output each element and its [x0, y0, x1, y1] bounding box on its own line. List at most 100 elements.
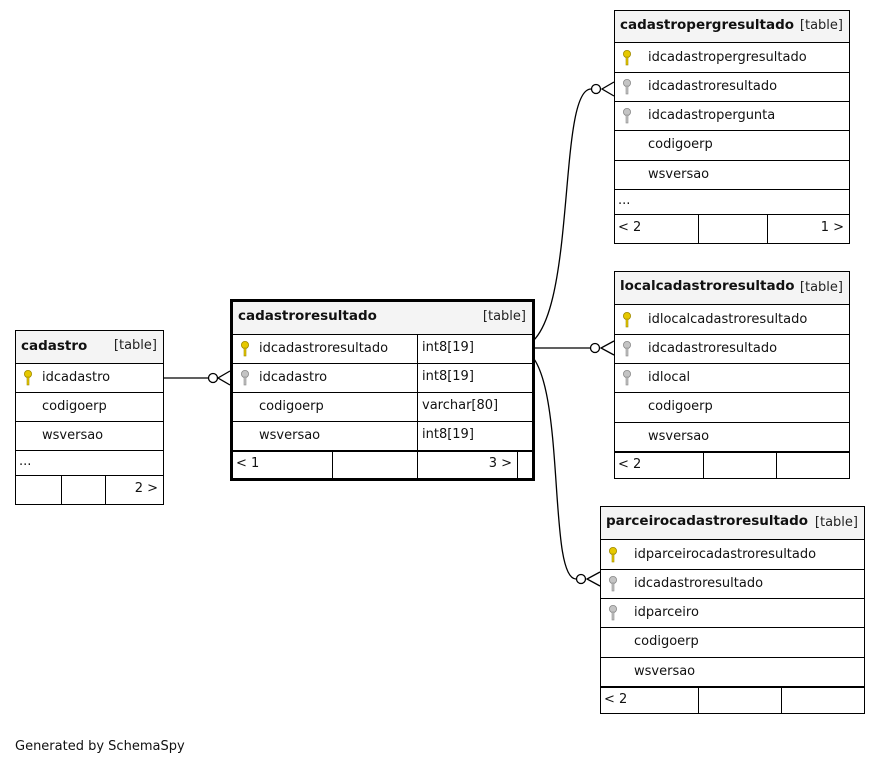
children-count: 3 > — [488, 456, 512, 471]
parents-count: < 1 — [236, 456, 260, 471]
nav-left-cell: < 2 — [615, 453, 703, 478]
column-name: wsversao — [42, 428, 104, 443]
column-row: wsversao — [601, 658, 864, 687]
more-columns-ellipsis: ... — [19, 454, 32, 469]
table-header: parceirocadastroresultado [table] — [601, 507, 864, 540]
column-name: wsversao — [648, 167, 710, 182]
nav-right-cell: 1 > — [767, 215, 849, 243]
children-count: 1 > — [820, 220, 844, 235]
nav-middle-cell — [698, 688, 781, 713]
edge-many-marker — [216, 370, 231, 386]
primary-key-icon — [623, 312, 631, 328]
column-row: wsversao — [615, 161, 849, 190]
column-row: idparceirocadastroresultado — [601, 540, 864, 570]
column-name: codigoerp — [42, 399, 107, 414]
foreign-key-icon — [609, 576, 617, 592]
column-type: int8[19] — [417, 364, 518, 392]
table-name: parceirocadastroresultado — [606, 513, 809, 529]
edge-many-marker — [600, 81, 615, 97]
nav-middle-cell — [698, 215, 767, 243]
nav-left-cell: < 2 — [615, 215, 698, 243]
column-row: codigoerp — [615, 131, 849, 161]
table-cadastropergresultado[interactable]: cadastropergresultado [table] idcadastro… — [614, 10, 850, 244]
nav-right-cell — [776, 453, 849, 478]
foreign-key-icon — [623, 79, 631, 95]
nav-left-cell: < 2 — [601, 688, 698, 713]
primary-key-icon — [241, 341, 249, 357]
table-type-tag: [table] — [799, 280, 843, 295]
edge-many-marker — [585, 571, 601, 587]
column-name: idcadastropergunta — [648, 108, 776, 123]
table-type-tag: [table] — [113, 338, 157, 353]
primary-key-icon — [623, 50, 631, 66]
column-name: idcadastroresultado — [648, 341, 778, 356]
edge-many-marker — [599, 340, 615, 356]
children-count: 2 > — [134, 481, 158, 496]
column-row: wsversao int8[19] — [233, 422, 532, 451]
edge-optional-marker — [207, 372, 219, 384]
column-row: codigoerp — [601, 628, 864, 658]
parents-count: < 2 — [618, 220, 642, 235]
relationship-nav-row: < 1 3 > — [233, 451, 532, 478]
nav-right-cell: 2 > — [105, 476, 163, 504]
parents-count: < 2 — [604, 692, 628, 707]
table-type-tag: [table] — [482, 309, 526, 324]
column-type: varchar[80] — [417, 393, 518, 421]
column-row: codigoerp — [615, 393, 849, 423]
foreign-key-icon — [623, 370, 631, 386]
primary-key-icon — [24, 370, 32, 386]
column-name: idparceiro — [634, 605, 699, 620]
table-header: cadastropergresultado [table] — [615, 11, 849, 43]
foreign-key-icon — [609, 605, 617, 621]
column-name: idlocal — [648, 370, 691, 385]
more-columns-row: ... — [16, 451, 163, 476]
table-localcadastroresultado[interactable]: localcadastroresultado [table] idlocalca… — [614, 271, 850, 479]
column-type: int8[19] — [417, 335, 518, 363]
column-row: idcadastroresultado — [601, 570, 864, 599]
column-row: idparceiro — [601, 599, 864, 628]
primary-key-icon — [609, 547, 617, 563]
nav-right-cell: 3 > — [417, 452, 518, 478]
table-name: cadastroresultado — [238, 308, 377, 324]
column-row: idlocalcadastroresultado — [615, 305, 849, 335]
nav-left-cell: < 1 — [233, 452, 332, 478]
table-cadastro[interactable]: cadastro [table] idcadastro codigoerp ws… — [15, 330, 164, 505]
column-row: codigoerp — [16, 393, 163, 422]
table-parceirocadastroresultado[interactable]: parceirocadastroresultado [table] idparc… — [600, 506, 865, 714]
more-columns-row: ... — [615, 190, 849, 215]
table-name: localcadastroresultado — [620, 278, 795, 294]
more-columns-ellipsis: ... — [618, 193, 631, 208]
table-name: cadastro — [21, 338, 88, 354]
column-name: codigoerp — [259, 399, 324, 414]
foreign-key-icon — [241, 370, 249, 386]
column-name: idcadastroresultado — [634, 576, 764, 591]
column-row: idlocal — [615, 364, 849, 393]
relationship-nav-row: 2 > — [16, 476, 163, 504]
column-name: idcadastroresultado — [648, 79, 778, 94]
edge-optional-marker — [590, 83, 602, 95]
column-name: idcadastro — [259, 370, 328, 385]
column-name: idparceirocadastroresultado — [634, 547, 817, 562]
table-cadastroresultado[interactable]: cadastroresultado [table] idcadastroresu… — [230, 299, 535, 481]
foreign-key-icon — [623, 108, 631, 124]
table-name: cadastropergresultado — [620, 17, 795, 33]
column-row: idcadastroresultado — [615, 73, 849, 102]
edge-optional-marker — [575, 573, 587, 585]
column-name: idcadastropergresultado — [648, 50, 807, 65]
edge-optional-marker — [589, 342, 601, 354]
column-row: idcadastropergresultado — [615, 43, 849, 73]
column-row: idcadastropergunta — [615, 102, 849, 131]
edge-cadastroresultado-cadastropergresultado — [516, 88, 592, 349]
column-type: int8[19] — [417, 422, 518, 450]
column-name: wsversao — [648, 429, 710, 444]
nav-right-cell — [781, 688, 864, 713]
column-name: idlocalcadastroresultado — [648, 312, 808, 327]
column-row: idcadastroresultado — [615, 335, 849, 364]
relationship-nav-row: < 2 — [615, 452, 849, 478]
column-row: idcadastro int8[19] — [233, 364, 532, 393]
table-header: localcadastroresultado [table] — [615, 272, 849, 305]
column-name: idcadastroresultado — [259, 341, 389, 356]
relationship-nav-row: < 2 — [601, 687, 864, 713]
column-name: codigoerp — [648, 137, 713, 152]
column-name: wsversao — [634, 664, 696, 679]
